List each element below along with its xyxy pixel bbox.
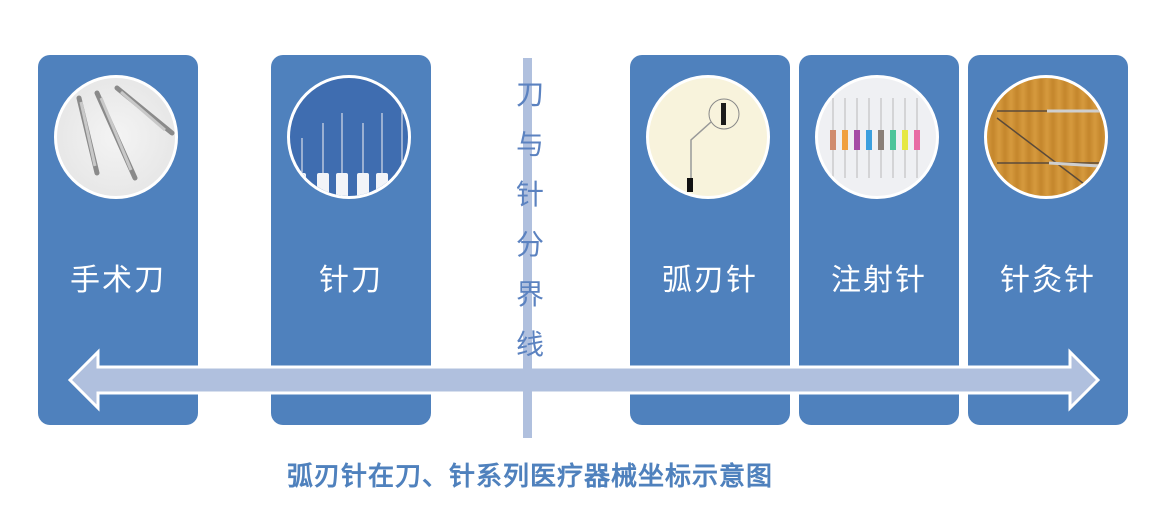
knife-needle-divider-line [523, 58, 532, 438]
card-injection-needle: 注射针 [799, 55, 959, 425]
figure-caption: 弧刃针在刀、针系列医疗器械坐标示意图 [286, 462, 773, 492]
card-label: 针灸针 [1000, 263, 1096, 298]
card-label: 弧刃针 [662, 263, 758, 298]
injection-needle-photo [815, 75, 939, 199]
card-arc-blade-needle: 弧刃针 [630, 55, 790, 425]
arc-blade-needle-photo [646, 75, 770, 199]
scalpel-photo [54, 75, 178, 199]
divider-label: 刀 与 针 分 界 线 [515, 78, 544, 361]
acupuncture-needle-photo [984, 75, 1108, 199]
card-label: 注射针 [831, 263, 927, 298]
card-label: 手术刀 [70, 263, 166, 298]
card-label: 针刀 [319, 263, 383, 298]
card-needle-knife: 针刀 [271, 55, 431, 425]
card-scalpel: 手术刀 [38, 55, 198, 425]
card-acupuncture-needle: 针灸针 [968, 55, 1128, 425]
